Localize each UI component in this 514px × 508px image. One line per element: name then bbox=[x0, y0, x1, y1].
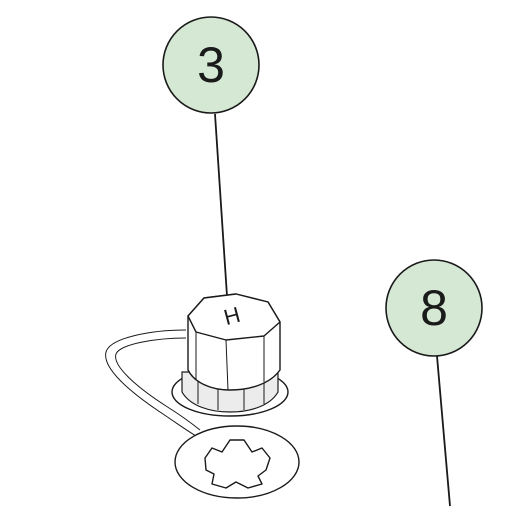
leader-line-8 bbox=[436, 355, 451, 507]
callout-3: 3 bbox=[162, 16, 260, 114]
callout-8-label: 8 bbox=[420, 280, 448, 336]
hex-cap: H bbox=[187, 293, 281, 391]
callout-3-label: 3 bbox=[197, 37, 225, 93]
cap-marking-text: H bbox=[221, 302, 243, 330]
leader-line-3 bbox=[214, 113, 228, 297]
callout-8: 8 bbox=[385, 259, 483, 357]
retaining-ring bbox=[174, 425, 300, 499]
tether-strap bbox=[105, 329, 201, 437]
